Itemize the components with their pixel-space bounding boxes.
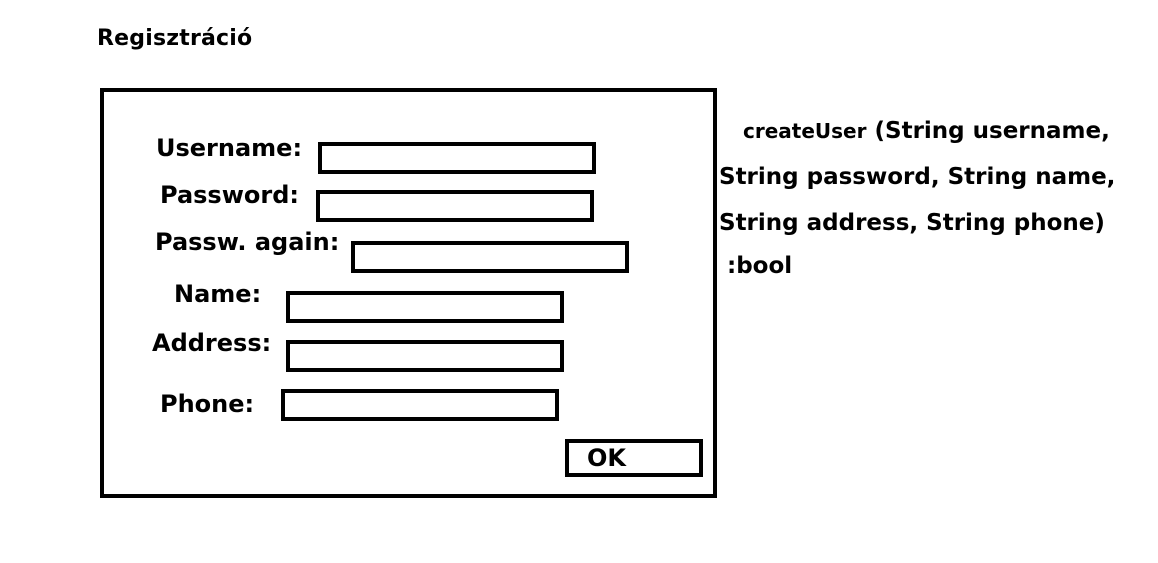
return-type: :bool xyxy=(727,253,793,279)
signature-params-1: (String username, xyxy=(866,118,1110,144)
ok-button[interactable]: OK xyxy=(565,439,703,477)
password-again-label: Passw. again: xyxy=(155,228,340,256)
function-name: createUser xyxy=(743,119,867,143)
name-label: Name: xyxy=(174,280,262,308)
username-field[interactable] xyxy=(318,142,596,174)
address-field[interactable] xyxy=(286,340,564,372)
page-title: Regisztráció xyxy=(97,26,253,51)
registration-form xyxy=(100,88,717,498)
password-again-field[interactable] xyxy=(351,241,629,273)
password-label: Password: xyxy=(160,181,299,209)
phone-field[interactable] xyxy=(281,389,559,421)
method-signature: createUser (String username, String pass… xyxy=(719,108,1149,286)
username-label: Username: xyxy=(156,134,303,162)
name-field[interactable] xyxy=(286,291,564,323)
password-field[interactable] xyxy=(316,190,594,222)
address-label: Address: xyxy=(152,329,272,357)
signature-line-1: createUser (String username, xyxy=(719,108,1149,154)
phone-label: Phone: xyxy=(160,390,255,418)
signature-line-2: String password, String name, xyxy=(719,164,1116,190)
signature-line-3: String address, String phone) xyxy=(719,210,1105,236)
